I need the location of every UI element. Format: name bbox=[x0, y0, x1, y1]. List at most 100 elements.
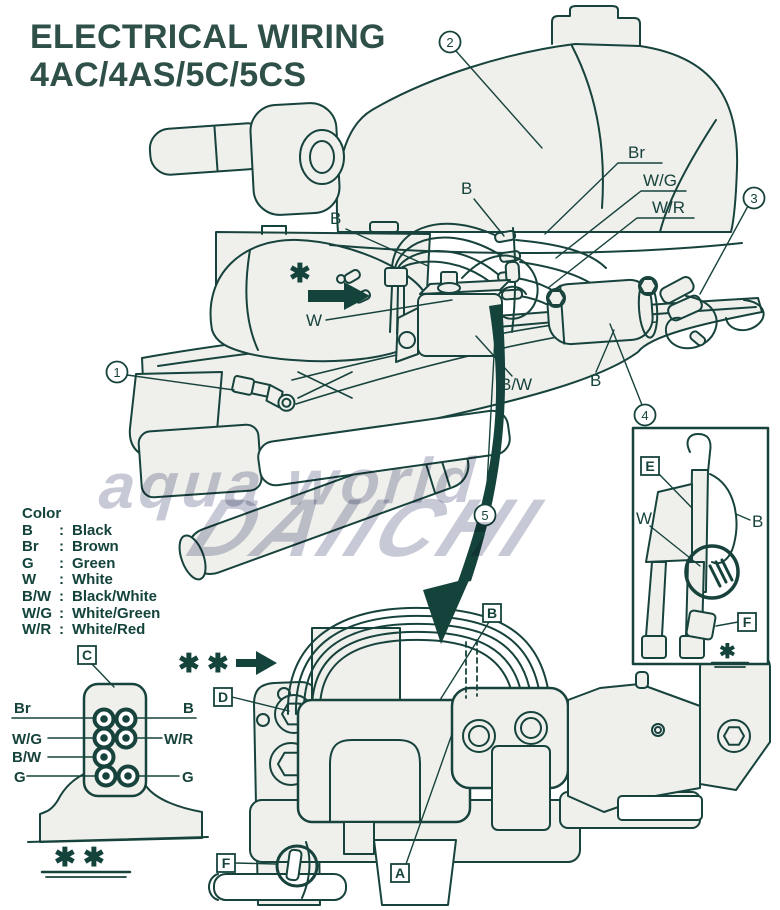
tiller-tube bbox=[178, 441, 470, 581]
legend-entry: Br:Brown bbox=[22, 539, 160, 556]
big-arrow bbox=[423, 304, 506, 644]
circled-callouts: 1 2 3 4 5 bbox=[105, 30, 766, 527]
callout-5: 5 bbox=[473, 503, 497, 527]
page-title-line2: 4AC/4AS/5C/5CS bbox=[30, 56, 307, 94]
legend-code: W/G bbox=[22, 604, 52, 622]
part-box-f: F bbox=[216, 853, 236, 873]
legend-code: B/W bbox=[22, 587, 52, 605]
page-title-line1: ELECTRICAL WIRING bbox=[30, 18, 386, 56]
footnote-underline bbox=[40, 870, 132, 878]
inset-asterisk: ✱ bbox=[719, 641, 736, 663]
legend-sep: : bbox=[59, 604, 64, 622]
callout-2-number: 2 bbox=[446, 35, 453, 50]
f-highlight-circle bbox=[275, 841, 319, 899]
legend-code: B bbox=[22, 521, 33, 539]
legend-name: Brown bbox=[72, 538, 119, 556]
connector-label-wr: W/R bbox=[164, 731, 193, 748]
callout-5-number: 5 bbox=[481, 508, 488, 523]
wire-label-b-mid: B bbox=[590, 371, 601, 390]
ignition-coil bbox=[546, 276, 718, 350]
connector-label-b: B bbox=[183, 700, 194, 717]
inset-highlight-circle bbox=[684, 544, 740, 600]
part-box-b-letter: B bbox=[487, 605, 497, 621]
color-legend-heading: Color bbox=[22, 505, 62, 522]
inset-label-w: W bbox=[636, 509, 652, 528]
legend-name: White/Green bbox=[72, 604, 161, 622]
part-box-d: D bbox=[213, 687, 233, 707]
legend-sep: : bbox=[59, 554, 64, 572]
wire-label-wr-top: W/R bbox=[652, 198, 685, 217]
inset-box-f-letter: F bbox=[743, 614, 752, 630]
legend-name: Black/White bbox=[72, 587, 158, 605]
callout-4-number: 4 bbox=[641, 408, 648, 423]
connector-label-bw: B/W bbox=[12, 749, 42, 766]
legend-code: Br bbox=[22, 538, 39, 556]
legend-entry: W/R: White/Red bbox=[22, 622, 160, 639]
connector-label-wg: W/G bbox=[12, 731, 42, 748]
pull-start-handle bbox=[148, 102, 345, 216]
part-box-c: C bbox=[77, 645, 97, 665]
legend-name: White bbox=[72, 571, 113, 589]
legend-code: W/R bbox=[22, 621, 52, 639]
wire-label-b-top: B bbox=[461, 179, 472, 198]
callout-1-number: 1 bbox=[113, 365, 120, 380]
part-box-f-letter: F bbox=[222, 855, 231, 871]
legend-sep: : bbox=[59, 621, 64, 639]
connector-pins bbox=[92, 707, 140, 788]
single-asterisk-marker: ✱ bbox=[289, 258, 311, 288]
callout-1: 1 bbox=[105, 360, 129, 384]
boxed-part-letters: C D B A F E F bbox=[77, 456, 757, 883]
legend-entry: B/W: Black/White bbox=[22, 587, 160, 606]
diagram-labels: B B Br W/G W/R W B/W B ✱ ✱ ✱ ✱ ✱ ✱ bbox=[54, 143, 736, 872]
inset-box-f: F bbox=[737, 612, 757, 632]
double-asterisk-marker: ✱ ✱ bbox=[178, 648, 229, 678]
legend-name: Green bbox=[72, 554, 116, 572]
inset-box-e-letter: E bbox=[645, 458, 654, 474]
part-box-c-letter: C bbox=[82, 647, 92, 663]
cdi-unit bbox=[395, 271, 511, 363]
part-box-a-letter: A bbox=[395, 865, 405, 881]
callout-3: 3 bbox=[742, 186, 766, 210]
legend-entry: W/G: White/Green bbox=[22, 604, 161, 623]
connector-label-g-left: G bbox=[14, 769, 26, 786]
wire-label-bw-mid: B/W bbox=[500, 375, 532, 394]
legend-sep: : bbox=[59, 571, 64, 589]
part-box-b: B bbox=[482, 603, 502, 623]
inset-panel bbox=[631, 426, 770, 668]
part-box-a: A bbox=[390, 863, 410, 883]
legend-code: G bbox=[22, 554, 34, 572]
engine-top-cowl bbox=[329, 5, 743, 255]
stop-switch-cable bbox=[664, 295, 718, 350]
part-box-d-letter: D bbox=[218, 689, 228, 705]
single-asterisk-arrow bbox=[308, 282, 370, 310]
connector-label-g-right: G bbox=[182, 769, 194, 786]
callout-3-number: 3 bbox=[750, 191, 757, 206]
legend-name: Black bbox=[72, 521, 113, 539]
legend-name: White/Red bbox=[72, 621, 146, 639]
legend-sep: : bbox=[59, 587, 64, 605]
leader-lines bbox=[126, 50, 749, 865]
wire-label-w-mid: W bbox=[306, 311, 322, 330]
legend-entry: W: White bbox=[22, 572, 160, 589]
double-asterisk-arrow bbox=[236, 651, 277, 675]
connector-labels: Br B W/G W/R B/W G G bbox=[12, 700, 194, 786]
legend-entry: B: Black bbox=[22, 521, 160, 540]
magneto-assembly bbox=[208, 606, 771, 906]
page-title: ELECTRICAL WIRING 4AC/4AS/5C/5CS bbox=[30, 18, 386, 94]
inset-box-e: E bbox=[640, 456, 660, 476]
color-legend: Color B:Black Br:Brown G:Green W:White B… bbox=[22, 505, 161, 639]
callout-2: 2 bbox=[438, 30, 462, 54]
footnote-double-asterisk: ✱ ✱ bbox=[54, 842, 105, 872]
callout-4: 4 bbox=[633, 403, 657, 427]
wire-label-wg-top: W/G bbox=[643, 171, 677, 190]
inset-label-b: B bbox=[752, 512, 763, 531]
legend-code: W bbox=[22, 571, 37, 589]
wire-label-b-front: B bbox=[330, 209, 341, 228]
wire-label-br-top: Br bbox=[628, 143, 645, 162]
connector-detail bbox=[11, 663, 209, 843]
legend-entry: G: Green bbox=[22, 554, 160, 573]
legend-sep: : bbox=[59, 521, 64, 539]
connector-label-br: Br bbox=[14, 700, 31, 717]
